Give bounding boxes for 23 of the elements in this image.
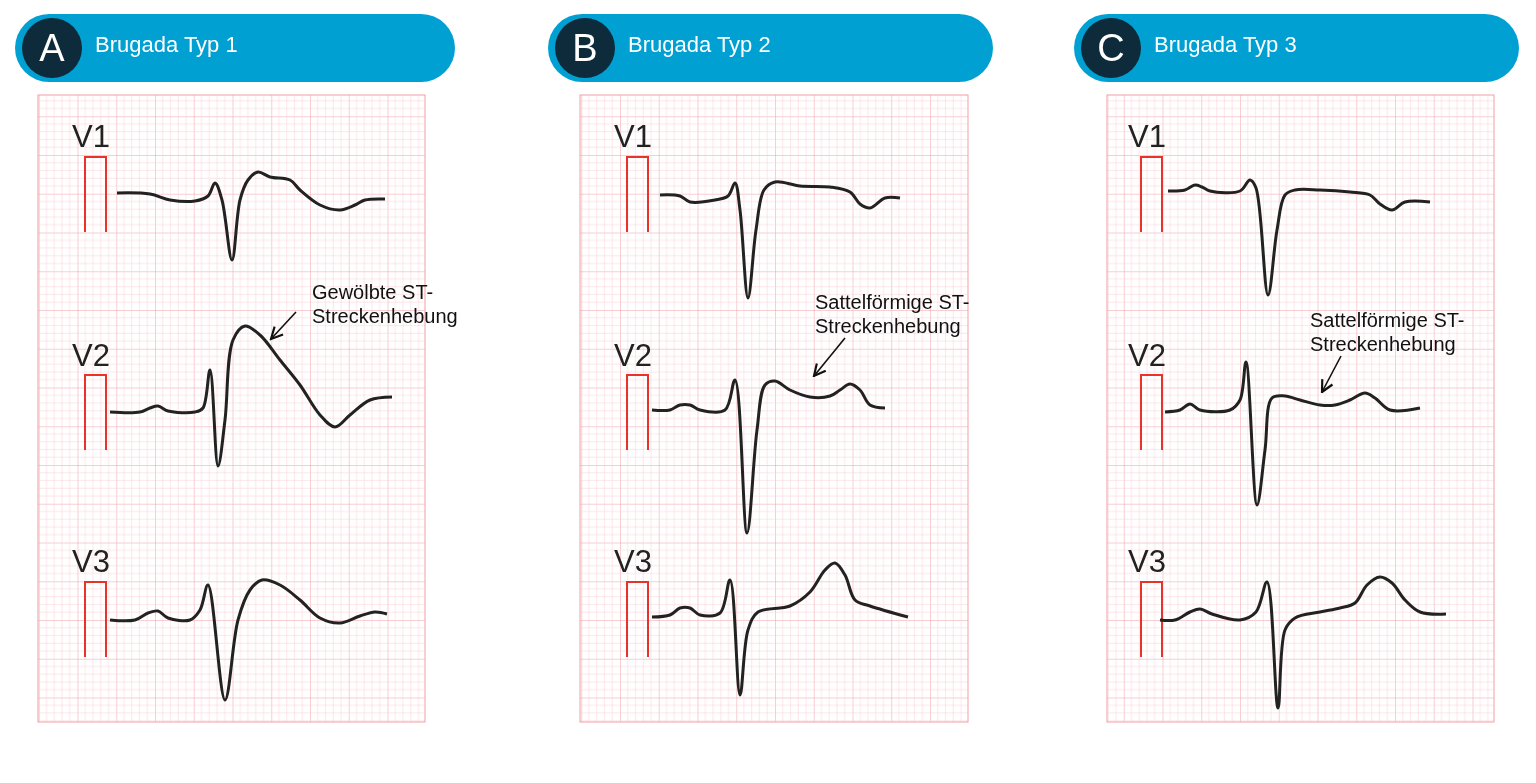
lead-label: V3 [614,546,652,577]
lead-label: V1 [1128,121,1166,152]
panel-letter: A [22,18,82,78]
panel-title: Brugada Typ 3 [1154,32,1297,58]
annotation-text: Sattelförmige ST- Streckenhebung [799,290,1015,338]
lead-label: V2 [614,340,652,371]
leader-arrow [1320,355,1342,394]
leader-arrow [269,311,297,341]
lead-label: V3 [1128,546,1166,577]
panel-letter: B [555,18,615,78]
ecg-trace [1164,360,1421,507]
panel-letter: C [1081,18,1141,78]
lead-label: V2 [72,340,110,371]
lead-label: V2 [1128,340,1166,371]
annotation-text: Gewölbte ST- Streckenhebung [296,280,512,328]
annotation-text: Sattelförmige ST- Streckenhebung [1294,308,1510,356]
panel-title: Brugada Typ 1 [95,32,238,58]
leader-arrow [812,337,846,378]
panel-title: Brugada Typ 2 [628,32,771,58]
lead-label: V1 [72,121,110,152]
lead-label: V1 [614,121,652,152]
lead-label: V3 [72,546,110,577]
ecg-trace [651,378,886,535]
